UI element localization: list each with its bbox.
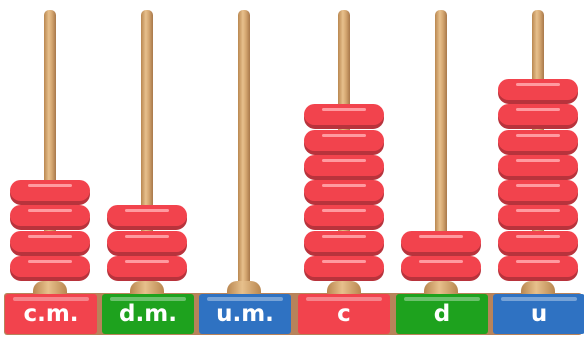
rod-4 [435,10,447,295]
bead[interactable] [107,205,187,231]
place-value-label: u.m. [199,294,291,334]
bead[interactable] [498,256,578,281]
rod-base-0 [33,281,67,295]
rod-base-3 [327,281,361,295]
bead[interactable] [10,230,90,256]
bead[interactable] [498,129,578,155]
rod-2 [238,10,250,295]
bead[interactable] [498,230,578,256]
bead[interactable] [304,129,384,155]
place-value-label: d [396,294,488,334]
bead[interactable] [304,205,384,231]
place-value-label-text: u [530,301,548,327]
rod-base-5 [521,281,555,295]
place-value-label: c [298,294,390,334]
place-value-label-text: c.m. [23,301,79,327]
bead[interactable] [10,205,90,231]
place-value-label: c.m. [5,294,97,334]
bead[interactable] [10,180,90,206]
place-value-label: d.m. [102,294,194,334]
bead[interactable] [401,230,481,256]
bead[interactable] [304,256,384,281]
bead[interactable] [498,78,578,104]
rod-base-1 [130,281,164,295]
bead[interactable] [498,104,578,130]
place-value-label: u [493,294,584,334]
bead[interactable] [107,230,187,256]
bead[interactable] [304,180,384,206]
bead[interactable] [304,104,384,130]
bead[interactable] [304,154,384,180]
place-value-label-text: d [433,301,451,327]
bead[interactable] [498,154,578,180]
bead[interactable] [107,256,187,281]
rod-base-4 [424,281,458,295]
bead[interactable] [498,205,578,231]
place-value-label-text: c [337,301,351,327]
bead[interactable] [401,256,481,281]
rod-base-2 [227,281,261,295]
place-value-label-text: d.m. [119,301,177,327]
bead[interactable] [304,230,384,256]
place-value-label-text: u.m. [216,301,274,327]
bead[interactable] [10,256,90,281]
bead[interactable] [498,180,578,206]
